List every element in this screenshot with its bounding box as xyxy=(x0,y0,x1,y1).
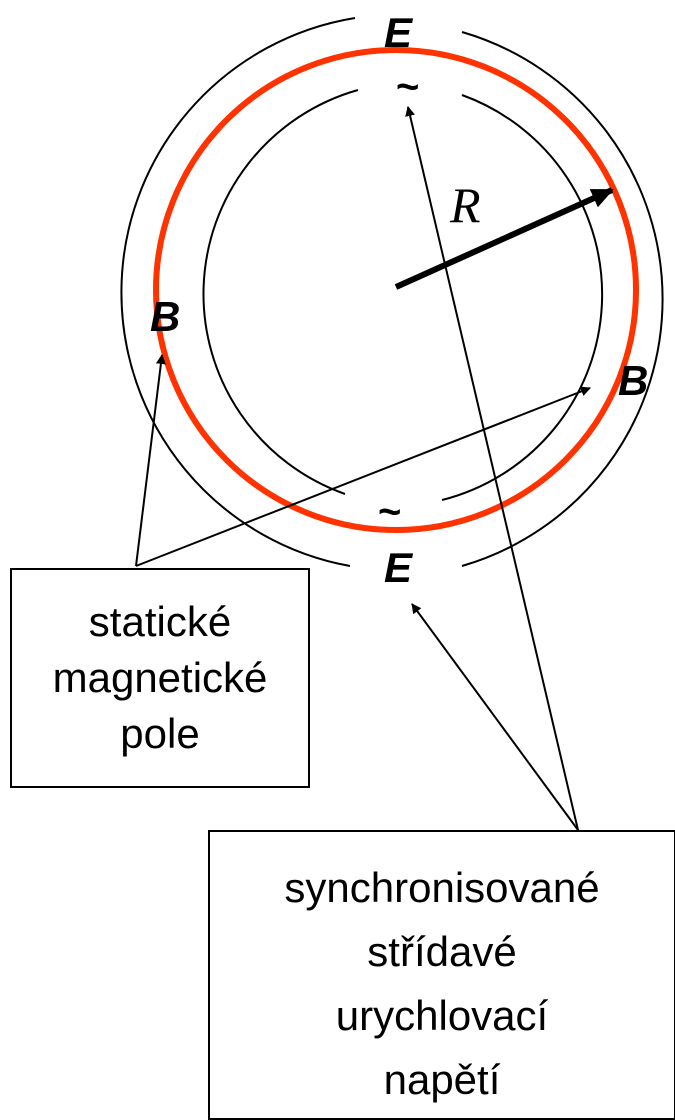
particle-orbit xyxy=(153,47,639,533)
label-radius: R xyxy=(449,177,481,233)
radius-arrow xyxy=(394,187,614,290)
pointer-sync-to-bottom-gap xyxy=(411,603,579,831)
label-b-right: B xyxy=(618,357,648,404)
sync-voltage-line-2: střídavé xyxy=(367,928,517,975)
sync-voltage-box: synchronisované střídavé urychlovací nap… xyxy=(208,830,675,1120)
label-e-top: E xyxy=(384,9,414,56)
static-field-line-3: pole xyxy=(120,710,200,757)
inner-ring-arc-left xyxy=(202,89,359,495)
inner-ring-arc-right xyxy=(441,94,604,501)
pointer-static-to-right-b xyxy=(135,386,591,567)
pointer-sync-to-top-gap xyxy=(405,106,579,831)
label-tilde-bottom: ~ xyxy=(378,490,401,534)
sync-voltage-line-3: urychlovací xyxy=(335,992,549,1039)
static-field-line-2: magnetické xyxy=(52,654,268,701)
label-b-left: B xyxy=(150,293,180,340)
sync-voltage-line-1: synchronisované xyxy=(284,864,600,911)
outer-ring-arc-right xyxy=(461,31,664,567)
label-e-bottom: E xyxy=(384,544,414,591)
outer-ring-arc-left xyxy=(120,17,356,567)
static-field-box: statické magnetické pole xyxy=(10,568,310,788)
sync-voltage-line-4: napětí xyxy=(383,1056,501,1103)
pointer-static-to-left-b xyxy=(135,354,166,567)
static-field-line-1: statické xyxy=(88,598,232,645)
label-tilde-top: ~ xyxy=(396,65,419,109)
